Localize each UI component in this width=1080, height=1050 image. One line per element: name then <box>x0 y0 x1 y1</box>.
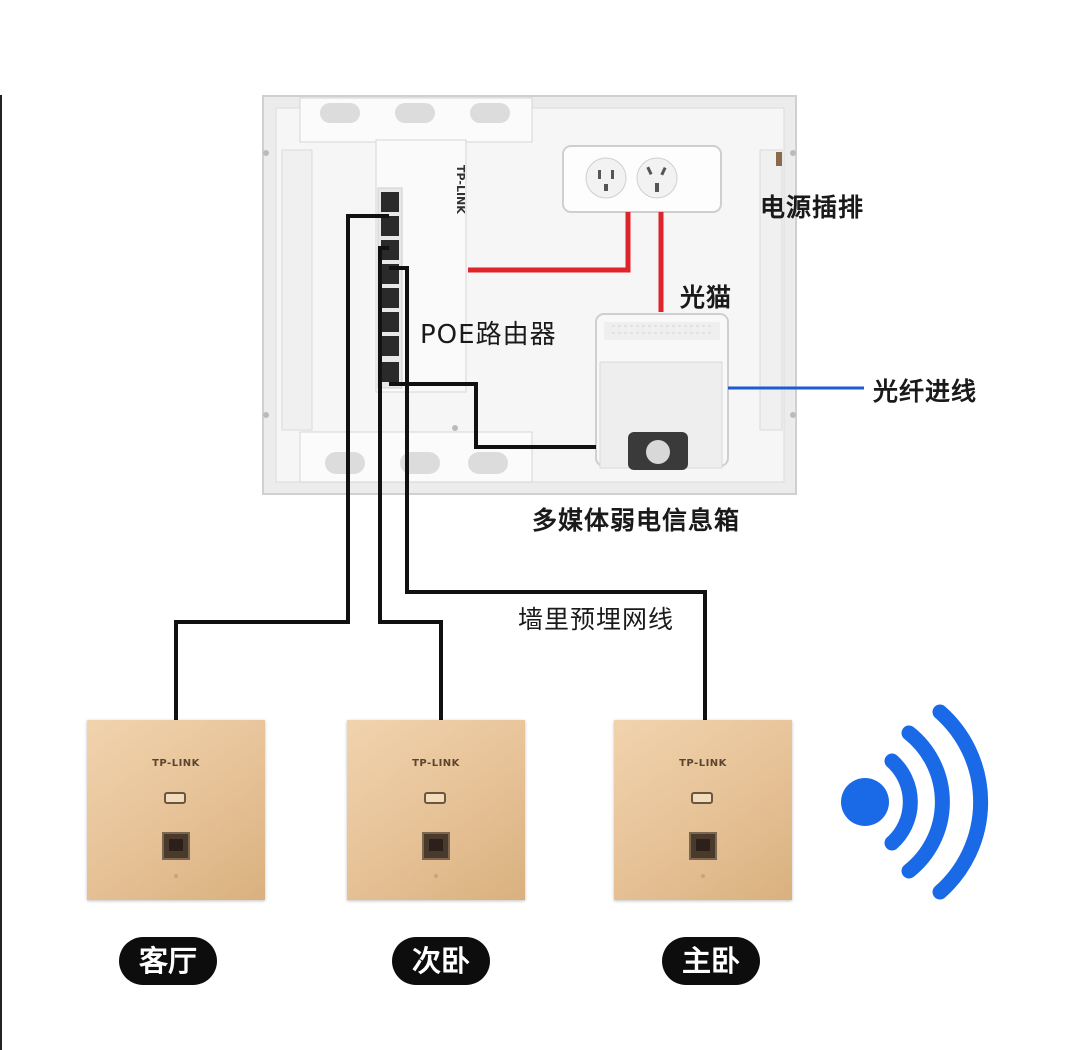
ethernet-port-icon <box>689 832 717 860</box>
label-media-box: 多媒体弱电信息箱 <box>532 506 741 535</box>
panel-brand: TP-LINK <box>152 758 200 769</box>
ap-panel-icon: TP-LINK <box>614 720 792 900</box>
ap-panel-icon: TP-LINK <box>87 720 265 900</box>
panel-brand: TP-LINK <box>679 758 727 769</box>
led-icon <box>164 792 186 804</box>
indicator-dot <box>434 874 438 878</box>
network-cables <box>174 214 707 722</box>
room-living-room: 客厅 <box>119 937 217 985</box>
room-second-bedroom: 次卧 <box>392 937 490 985</box>
ap-panel-icon: TP-LINK <box>347 720 525 900</box>
label-modem: 光猫 <box>680 283 733 312</box>
ethernet-port-icon <box>162 832 190 860</box>
label-wall-cable: 墙里预埋网线 <box>518 605 675 634</box>
indicator-dot <box>701 874 705 878</box>
left-edge-line <box>0 95 2 1050</box>
room-master-bedroom: 主卧 <box>662 937 760 985</box>
power-strip-icon <box>562 145 722 213</box>
modem-icon <box>595 313 729 470</box>
indicator-dot <box>174 874 178 878</box>
label-power-strip: 电源插排 <box>760 193 865 222</box>
ethernet-port-icon <box>422 832 450 860</box>
panel-brand: TP-LINK <box>412 758 460 769</box>
label-fiber-in: 光纤进线 <box>873 377 978 406</box>
router-brand: TP-LINK <box>454 165 467 214</box>
power-lines <box>468 212 664 312</box>
label-poe-router: POE路由器 <box>420 320 557 350</box>
led-icon <box>691 792 713 804</box>
wifi-icon <box>841 704 989 900</box>
led-icon <box>424 792 446 804</box>
